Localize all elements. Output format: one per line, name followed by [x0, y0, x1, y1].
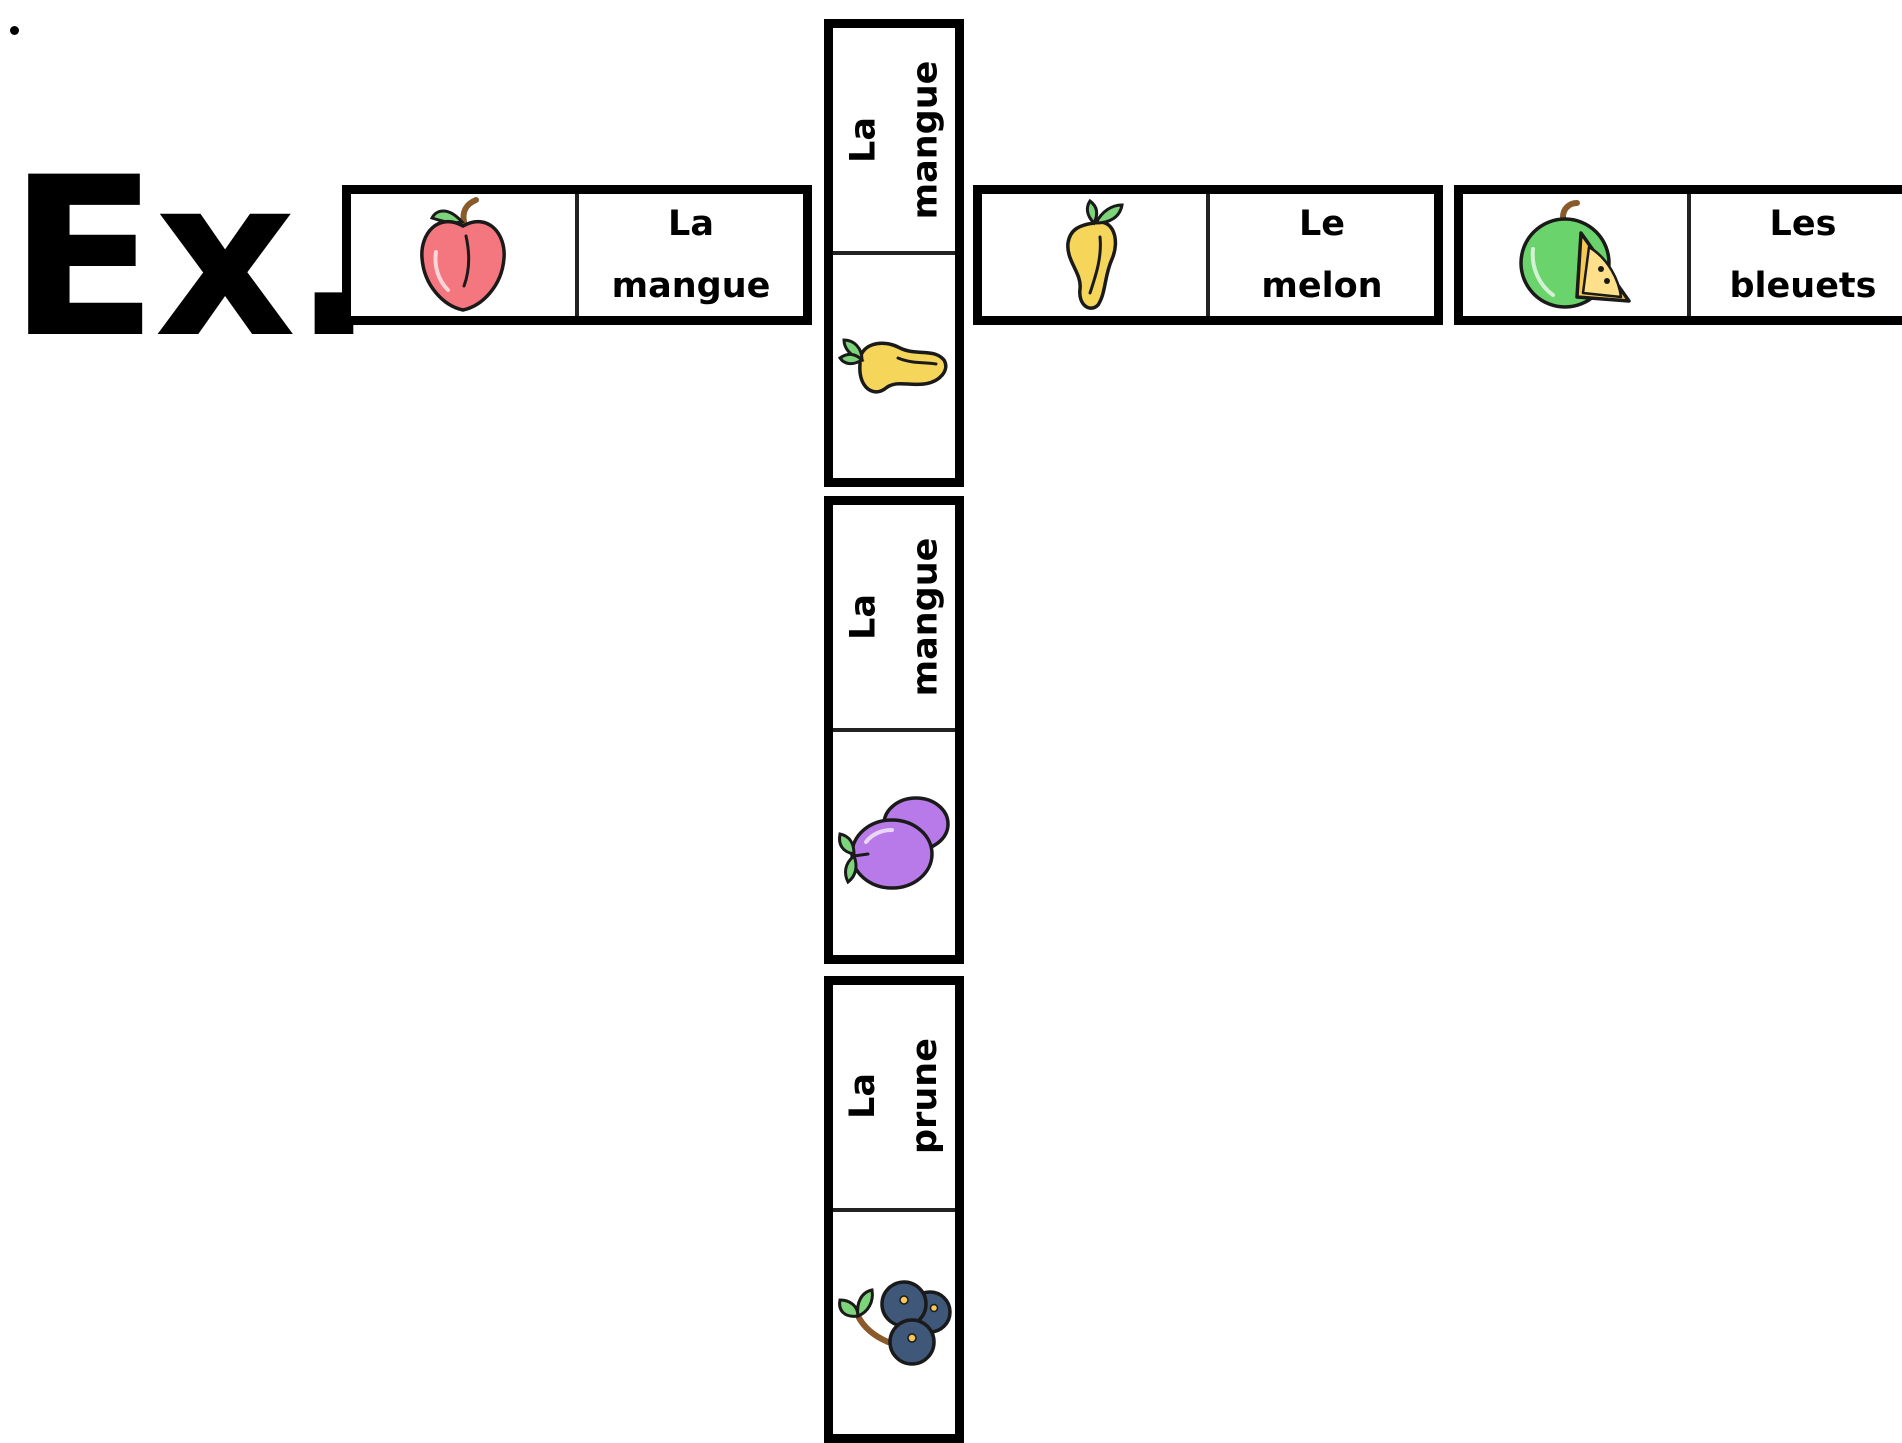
- word-line-1: La: [668, 204, 714, 244]
- word-line-1: Le: [1298, 204, 1346, 244]
- word-line-2: bleuets: [1729, 266, 1877, 306]
- word-line-1: Les: [1769, 204, 1837, 244]
- word-line-2: mangue: [905, 537, 945, 696]
- domino-word-half: La mangue: [833, 28, 955, 251]
- domino-image-half: [982, 194, 1206, 316]
- domino-top-left[interactable]: La mangue: [342, 185, 812, 325]
- word-line-2: mangue: [611, 266, 771, 306]
- domino-vertical-2[interactable]: La mangue: [824, 496, 964, 964]
- domino-image-half: [833, 728, 955, 955]
- plum-icon: [836, 794, 952, 894]
- word-line-1: La: [842, 1073, 883, 1120]
- domino-top-middle[interactable]: Le melon: [973, 185, 1443, 325]
- mango-icon: [1056, 197, 1132, 313]
- domino-image-half: [833, 251, 955, 478]
- domino-word-half: La mangue: [575, 194, 803, 316]
- domino-vertical-1[interactable]: La mangue: [824, 19, 964, 487]
- domino-top-right[interactable]: Les bleuets: [1454, 185, 1902, 325]
- bullet-dot: [10, 26, 19, 35]
- word-line-1: La: [843, 116, 883, 163]
- word-line-2: prune: [904, 1038, 945, 1155]
- domino-image-half: [1463, 194, 1687, 316]
- melon-icon: [1517, 197, 1633, 313]
- domino-word-half: Les bleuets: [1687, 194, 1902, 316]
- mango-icon: [838, 330, 950, 404]
- domino-word: La prune: [833, 1038, 955, 1154]
- domino-vertical-3[interactable]: La prune: [824, 976, 964, 1443]
- domino-word: La mangue: [833, 537, 955, 696]
- domino-word: La mangue: [612, 194, 771, 316]
- word-line-2: mangue: [905, 60, 945, 219]
- domino-word: Les bleuets: [1729, 194, 1876, 316]
- blueberries-icon: [836, 1276, 952, 1370]
- domino-word-half: Le melon: [1206, 194, 1434, 316]
- domino-image-half: [351, 194, 575, 316]
- word-line-2: melon: [1261, 266, 1383, 306]
- domino-image-half: [833, 1207, 955, 1435]
- example-label: Ex.: [8, 130, 376, 386]
- domino-word-half: La prune: [833, 985, 955, 1208]
- domino-word: Le melon: [1261, 194, 1382, 316]
- peach-icon: [418, 196, 508, 314]
- word-line-1: La: [843, 593, 883, 640]
- domino-word-half: La mangue: [833, 505, 955, 728]
- domino-word: La mangue: [833, 60, 955, 219]
